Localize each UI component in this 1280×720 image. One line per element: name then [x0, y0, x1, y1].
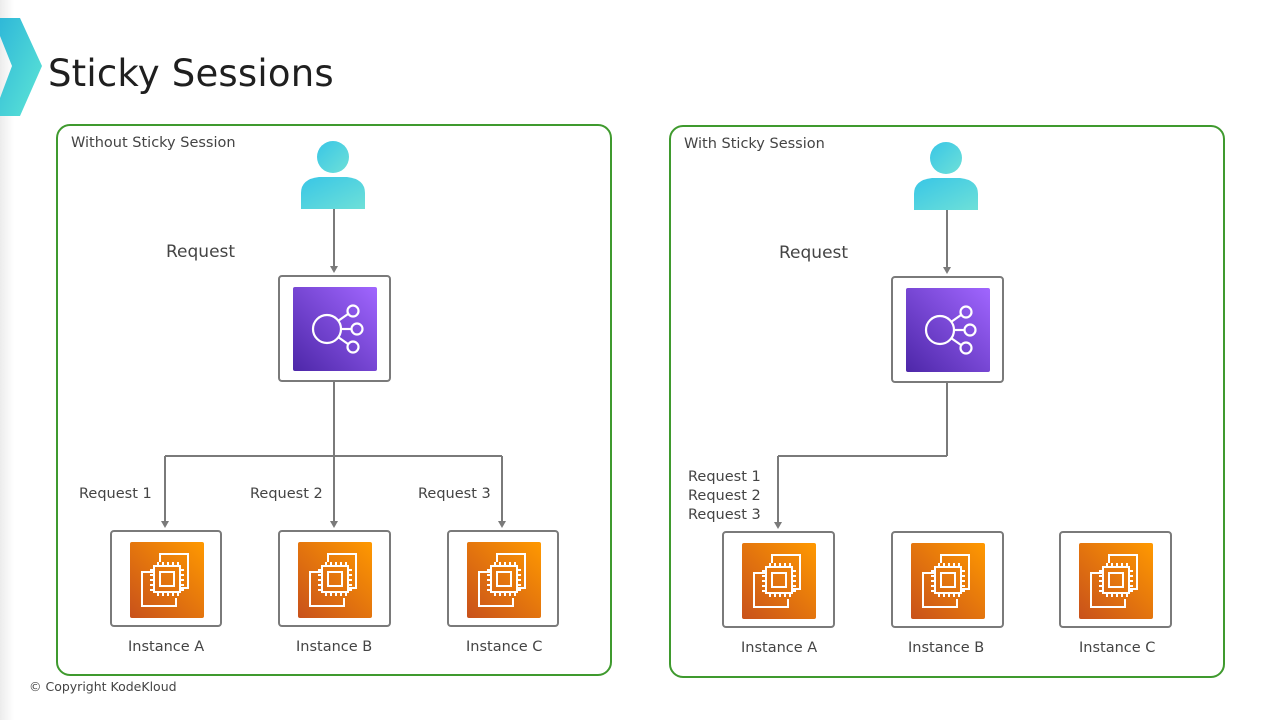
elastic-load-balancer-icon [906, 288, 990, 372]
instance-node [447, 530, 559, 627]
request-3-label: Request 3 [418, 486, 491, 502]
instance-a-label: Instance A [741, 640, 818, 656]
ec2-instance-icon [742, 543, 816, 619]
panel-without-sticky-session: Without Sticky Session [56, 124, 612, 676]
page-title: Sticky Sessions [48, 52, 334, 95]
request-1-label: Request 1 [79, 486, 152, 502]
load-balancer-node [891, 276, 1004, 383]
user-icon [301, 141, 365, 209]
panel-title: Without Sticky Session [71, 135, 236, 151]
ec2-instance-icon [467, 542, 541, 618]
instance-c-label: Instance C [466, 639, 543, 655]
instance-a-label: Instance A [128, 639, 205, 655]
request-2-label: Request 2 [250, 486, 323, 502]
ec2-instance-icon [911, 543, 985, 619]
panel-title: With Sticky Session [684, 136, 825, 152]
left-edge-shadow [0, 0, 14, 720]
request-label: Request [779, 243, 849, 263]
instance-c-label: Instance C [1079, 640, 1156, 656]
instance-node [278, 530, 391, 627]
request-3-label: Request 3 [688, 507, 761, 523]
kodekloud-chevron-logo [0, 18, 42, 116]
instance-node [722, 531, 835, 628]
instance-node [110, 530, 222, 627]
request-label: Request [166, 242, 236, 262]
request-1-label: Request 1 [688, 469, 761, 485]
ec2-instance-icon [130, 542, 204, 618]
request-2-label: Request 2 [688, 488, 761, 504]
instance-b-label: Instance B [296, 639, 373, 655]
instance-node [1059, 531, 1172, 628]
panel-with-sticky-session: With Sticky Session [669, 125, 1225, 678]
instance-node [891, 531, 1004, 628]
user-icon [914, 142, 978, 210]
load-balancer-node [278, 275, 391, 382]
ec2-instance-icon [1079, 543, 1153, 619]
elastic-load-balancer-icon [293, 287, 377, 371]
ec2-instance-icon [298, 542, 372, 618]
copyright-notice: © Copyright KodeKloud [29, 679, 177, 694]
instance-b-label: Instance B [908, 640, 985, 656]
